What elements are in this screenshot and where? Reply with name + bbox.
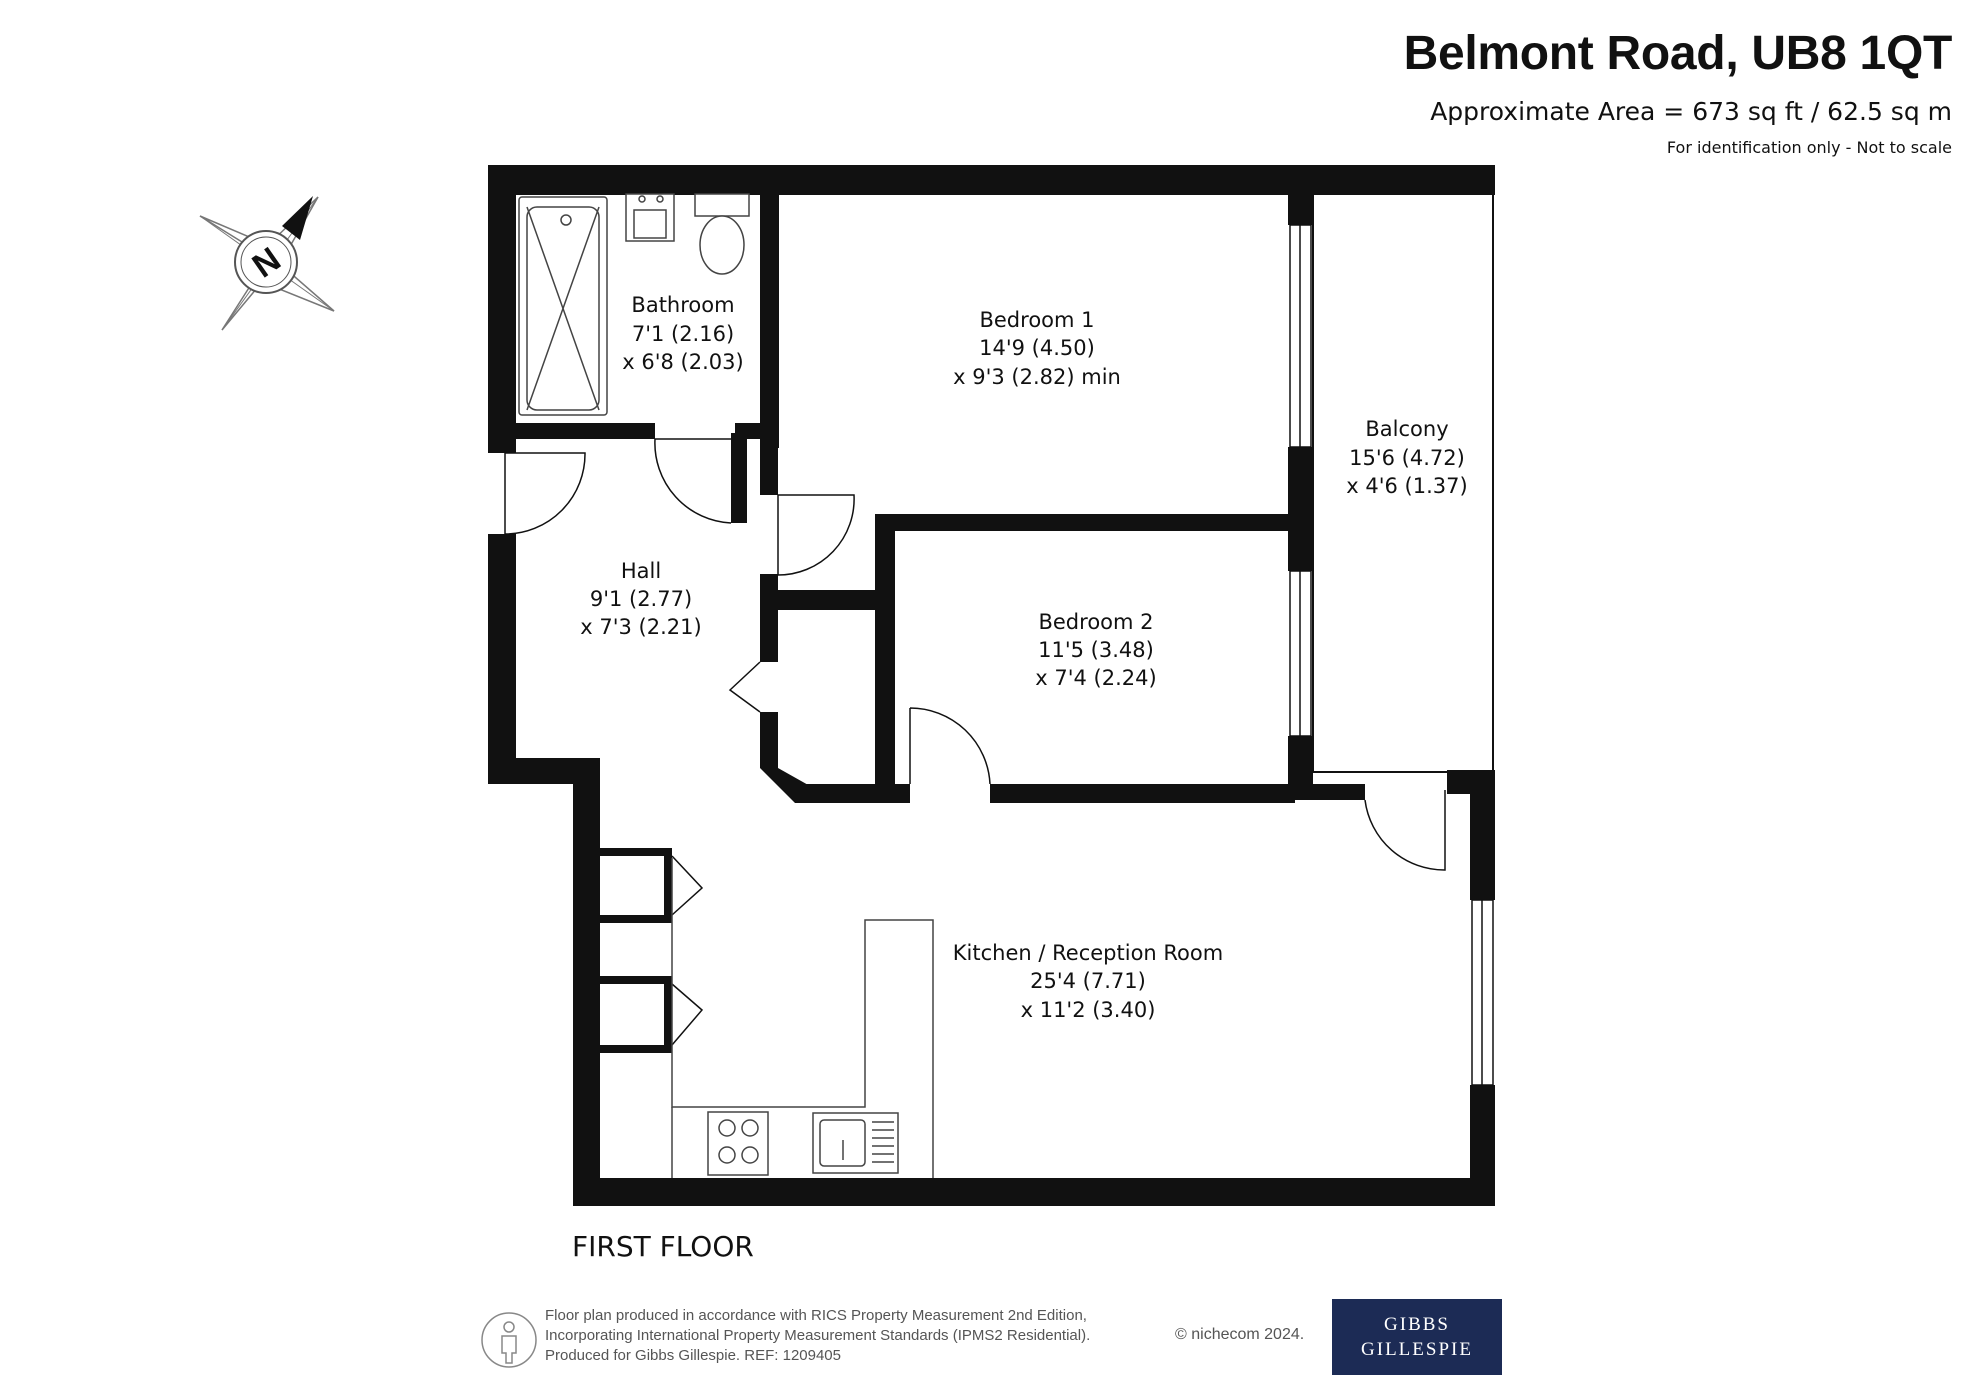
- walls: [488, 165, 1495, 1206]
- hall-dim2: x 7'3 (2.21): [580, 615, 701, 639]
- bedroom2-name: Bedroom 2: [1038, 610, 1153, 634]
- bedroom2-dim1: 11'5 (3.48): [1038, 638, 1154, 662]
- bedroom1-name: Bedroom 1: [979, 308, 1094, 332]
- brand-line-1: GIBBS: [1384, 1314, 1450, 1335]
- windows: [1289, 224, 1494, 1086]
- footer-line-3: Produced for Gibbs Gillespie. REF: 12094…: [545, 1347, 841, 1364]
- kitchen-dim1: 25'4 (7.71): [1030, 969, 1146, 993]
- compass-icon: N: [199, 196, 335, 331]
- balcony-dim1: 15'6 (4.72): [1349, 446, 1465, 470]
- page-title: Belmont Road, UB8 1QT: [1403, 27, 1953, 80]
- room-labels: Bathroom 7'1 (2.16) x 6'8 (2.03) Bedroom…: [580, 293, 1467, 1022]
- floor-label: FIRST FLOOR: [572, 1230, 754, 1263]
- bedroom2-dim2: x 7'4 (2.24): [1035, 666, 1156, 690]
- balcony-outline: [1312, 171, 1494, 773]
- kitchen-name: Kitchen / Reception Room: [953, 941, 1223, 965]
- footer-note: Floor plan produced in accordance with R…: [545, 1306, 1090, 1366]
- kitchen-dim2: x 11'2 (3.40): [1021, 998, 1156, 1022]
- brand-logo: GIBBS GILLESPIE: [1332, 1299, 1502, 1375]
- balcony-dim2: x 4'6 (1.37): [1346, 474, 1467, 498]
- brand-line-2: GILLESPIE: [1361, 1339, 1473, 1360]
- hall-name: Hall: [621, 559, 661, 583]
- balcony-name: Balcony: [1365, 417, 1448, 441]
- bedroom1-dim2: x 9'3 (2.82) min: [953, 365, 1121, 389]
- bathroom-dim1: 7'1 (2.16): [632, 322, 734, 346]
- kitchen-counter: [671, 858, 934, 1178]
- bathroom-fixtures: [518, 193, 750, 416]
- bathroom-dim2: x 6'8 (2.03): [622, 350, 743, 374]
- hall-dim1: 9'1 (2.77): [590, 587, 692, 611]
- copyright: © nichecom 2024.: [1175, 1326, 1305, 1343]
- identification-note: For identification only - Not to scale: [1666, 138, 1952, 157]
- bedroom1-dim1: 14'9 (4.50): [979, 336, 1095, 360]
- footer-line-1: Floor plan produced in accordance with R…: [545, 1307, 1087, 1324]
- approximate-area: Approximate Area = 673 sq ft / 62.5 sq m: [1430, 97, 1952, 126]
- bathroom-name: Bathroom: [631, 293, 734, 317]
- person-icon: [481, 1312, 537, 1368]
- footer-line-2: Incorporating International Property Mea…: [545, 1327, 1091, 1344]
- door-swings: [504, 438, 1446, 1046]
